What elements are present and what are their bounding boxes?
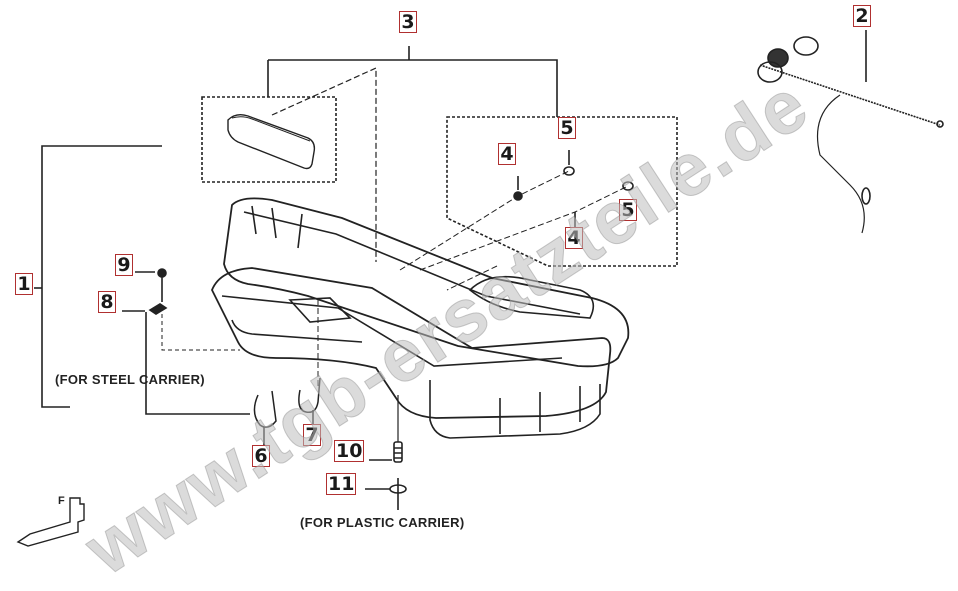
callout-4-upper[interactable]: 4 [498, 143, 516, 165]
parts-diagram: 1 2 3 4 5 4 5 6 7 8 9 10 11 (FOR STEEL C… [15, 5, 944, 591]
callout-9[interactable]: 9 [115, 254, 133, 276]
diagram-drawing [16, 30, 944, 547]
callout-5-upper[interactable]: 5 [558, 117, 576, 139]
callout-3[interactable]: 3 [399, 11, 417, 33]
callout-2[interactable]: 2 [853, 5, 871, 27]
callout-7[interactable]: 7 [303, 424, 321, 446]
callout-11[interactable]: 11 [326, 473, 357, 495]
callout-6[interactable]: 6 [252, 445, 270, 467]
callout-10[interactable]: 10 [334, 440, 365, 462]
front-arrow-icon: F [58, 495, 65, 507]
callout-8[interactable]: 8 [98, 291, 116, 313]
callout-5-lower[interactable]: 5 [619, 199, 637, 221]
leader-line-1 [41, 145, 162, 408]
callout-4-lower[interactable]: 4 [565, 227, 583, 249]
callout-1[interactable]: 1 [15, 273, 33, 295]
note-steel-carrier: (FOR STEEL CARRIER) [55, 372, 205, 387]
note-plastic-carrier: (FOR PLASTIC CARRIER) [300, 515, 465, 530]
